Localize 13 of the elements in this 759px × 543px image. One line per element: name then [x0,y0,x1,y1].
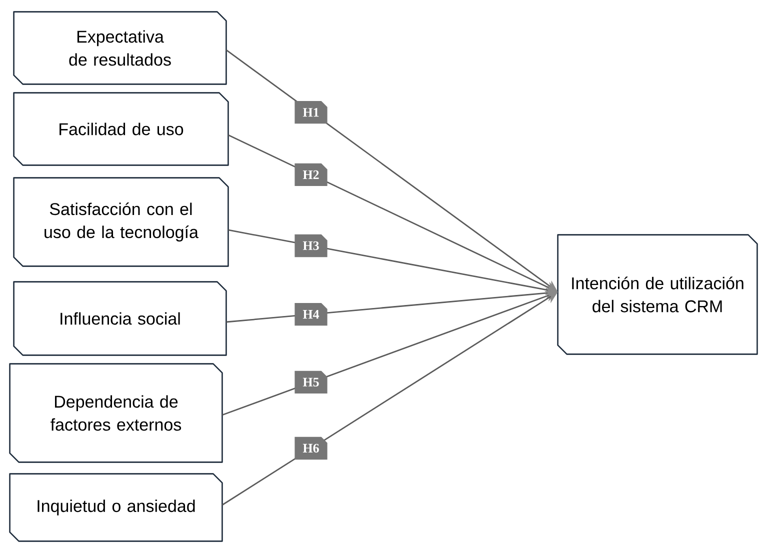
edge-label: H1 [294,101,328,124]
edge-label: H6 [294,436,328,460]
edge-label: H5 [294,370,328,394]
edge-label: H4 [294,303,328,326]
factor-box: Inquietud o ansiedad [9,473,223,542]
result-box: Intención de utilización del sistema CRM [557,234,758,355]
edge-label: H3 [294,234,328,258]
factor-box: Expectativa de resultados [13,11,227,85]
factor-box: Satisfacción con el uso de la tecnología [13,177,229,267]
edge-label: H2 [294,163,328,186]
factor-box: Facilidad de uso [13,92,229,166]
factor-box: Dependencia de factores externos [9,363,223,463]
factor-box: Influencia social [13,281,227,356]
